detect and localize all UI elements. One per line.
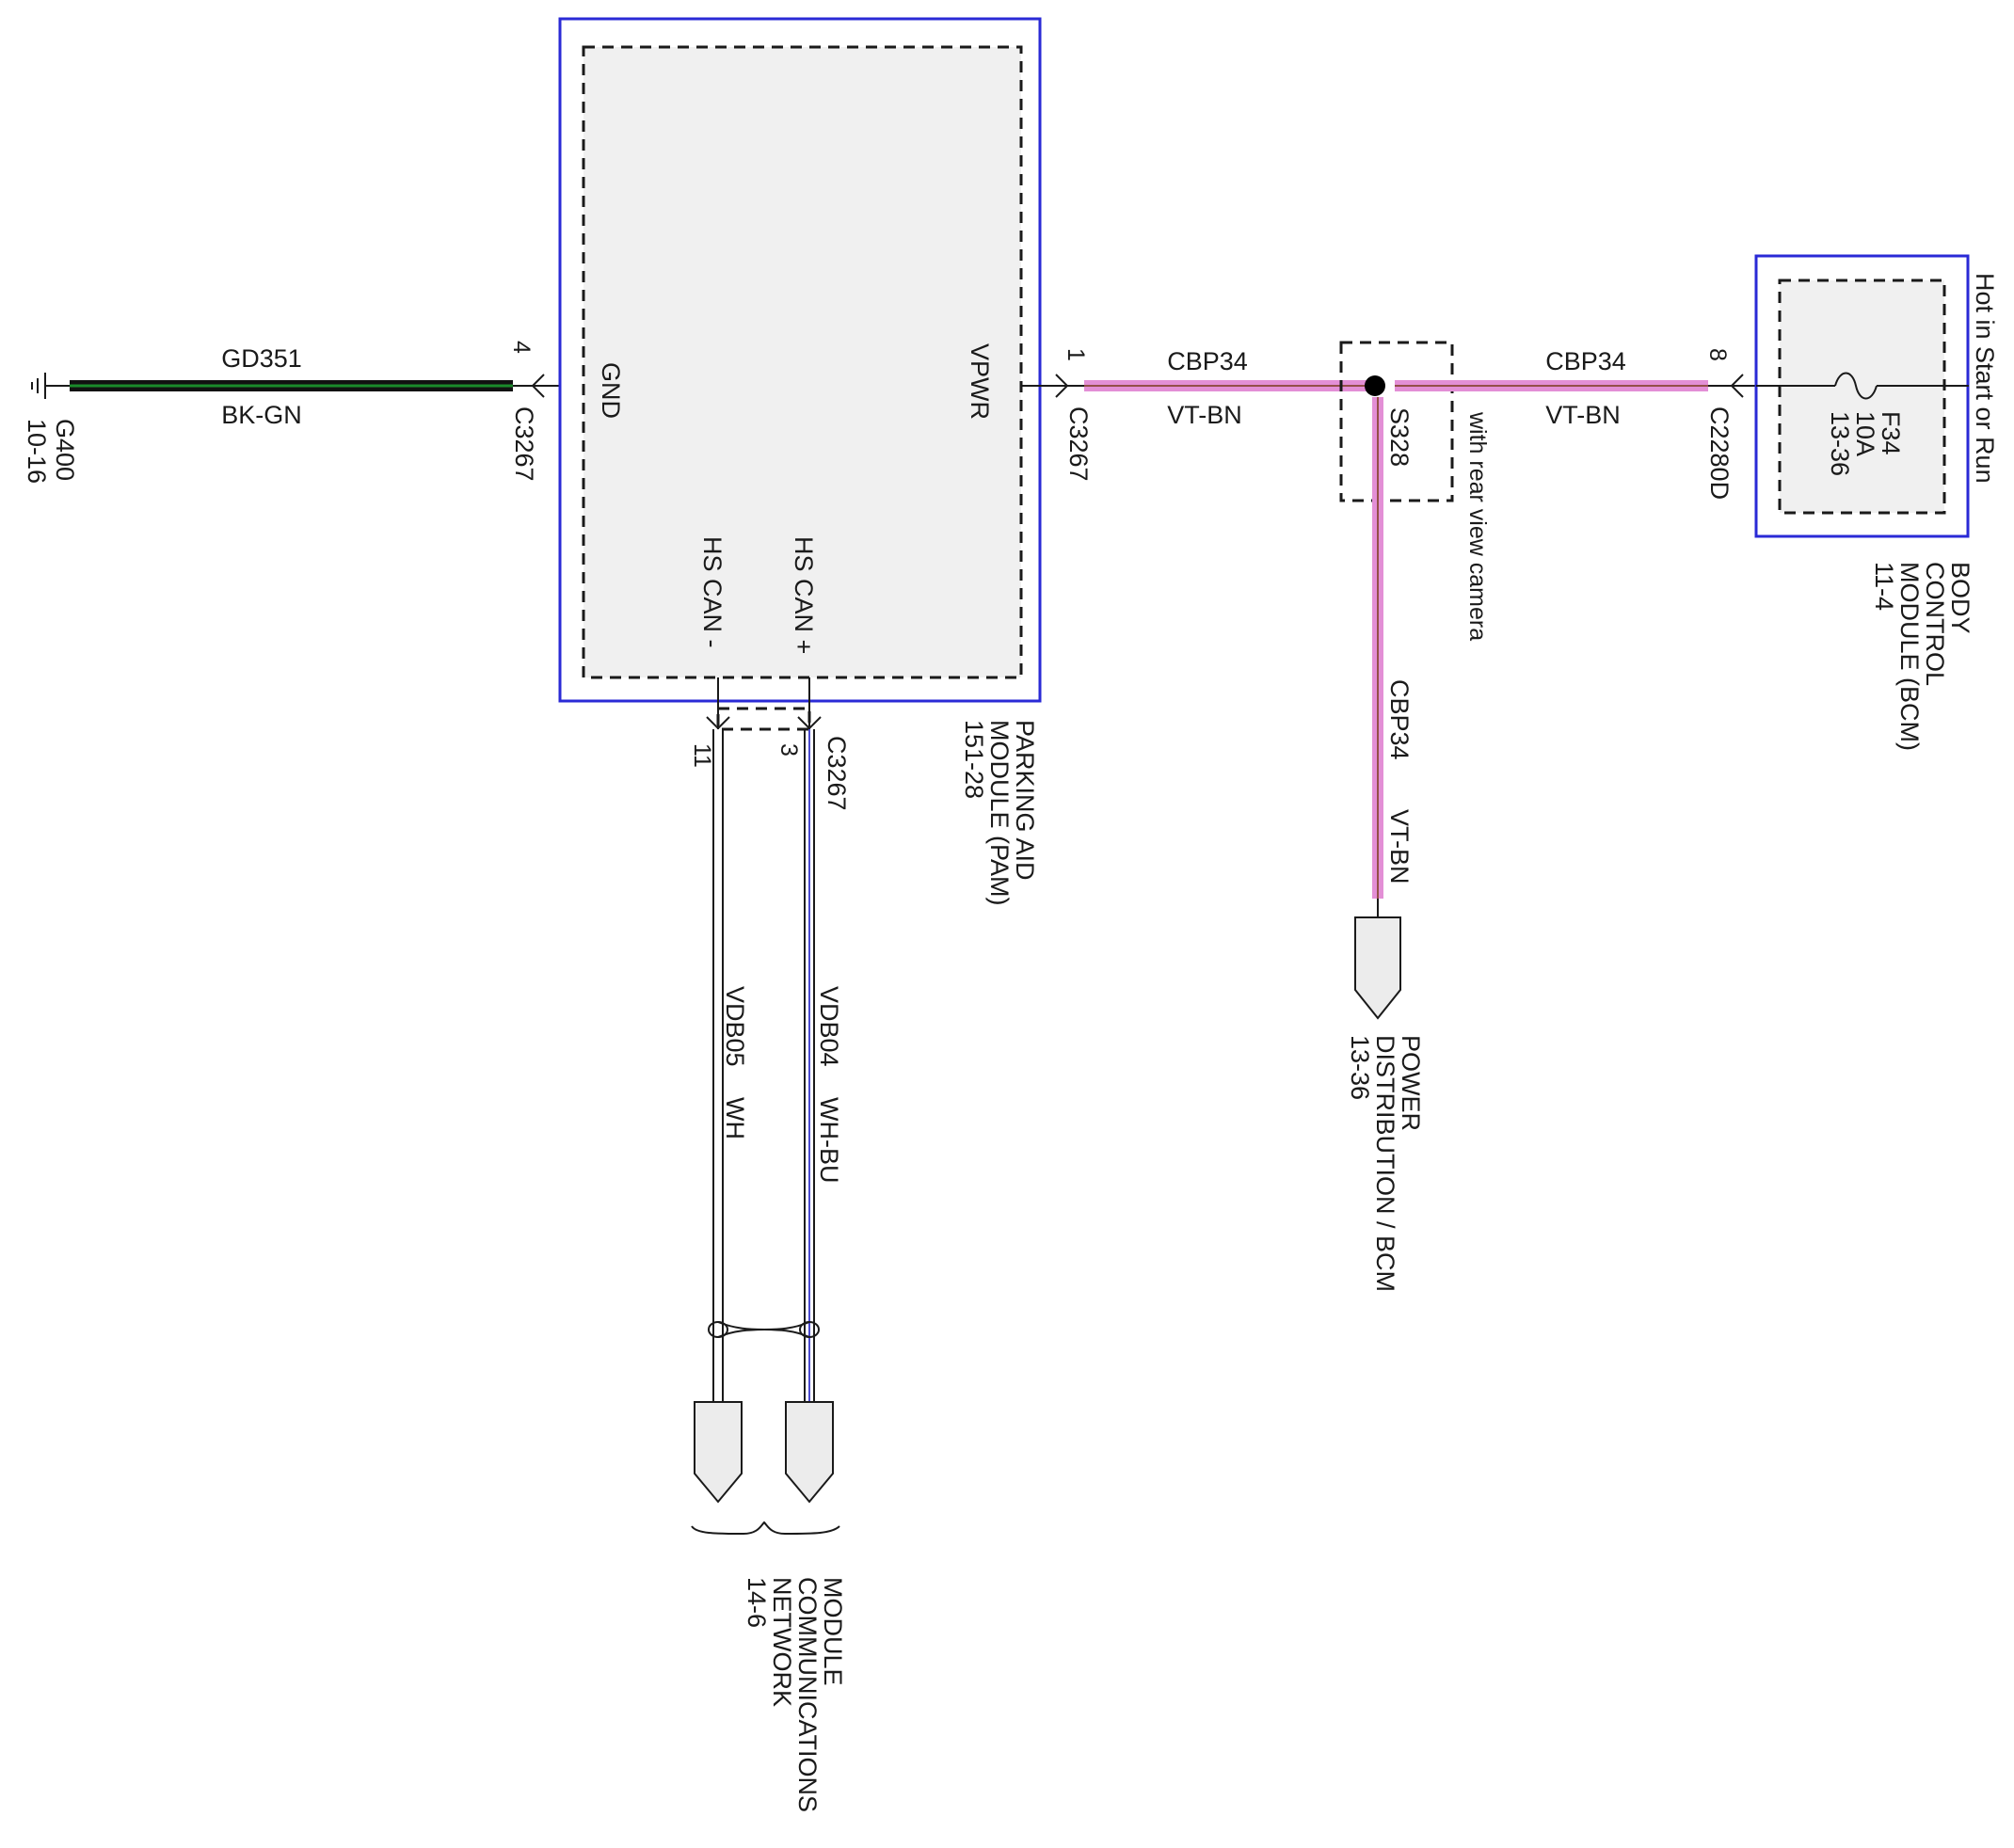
pam-name-line-2: MODULE (PAM) xyxy=(985,720,1014,906)
pam-pin-can-plus: HS CAN + xyxy=(790,536,818,654)
power-distribution-line-1: POWER xyxy=(1397,1035,1425,1131)
network-line-4: 14-6 xyxy=(743,1577,771,1628)
ground-symbol xyxy=(31,373,70,399)
power-wire-left-circuit: CBP34 xyxy=(1167,347,1248,375)
connector-can-plus-pin: 3 xyxy=(775,743,802,757)
bcm-name-line-2: CONTROL xyxy=(1921,562,1949,686)
bcm-module-outline xyxy=(1754,254,1970,538)
bcm-name-line-3: MODULE (BCM) xyxy=(1895,562,1924,751)
pam-pin-vpwr: VPWR xyxy=(966,343,994,420)
bcm-name-line-1: BODY xyxy=(1946,562,1974,634)
connector-symbol-gnd xyxy=(531,374,545,398)
pam-pin-gnd: GND xyxy=(597,362,625,419)
power-distribution-line-2: DISTRIBUTION / BCM xyxy=(1371,1035,1399,1292)
power-wire-right-circuit: CBP34 xyxy=(1545,347,1626,375)
fuse-icon xyxy=(1834,372,1878,400)
power-wire-left-color: VT-BN xyxy=(1167,401,1242,429)
connector-symbol-can-plus xyxy=(797,716,822,730)
can-plus-wire-circuit: VDB04 xyxy=(815,986,843,1067)
network-pointer-can-minus xyxy=(694,1401,743,1504)
power-distribution-pointer xyxy=(1354,916,1401,1020)
network-line-1: MODULE xyxy=(819,1577,847,1686)
twisted-pair-icon xyxy=(708,1321,820,1338)
power-wire-right-color: VT-BN xyxy=(1545,401,1621,429)
connector-bcm-pin: 8 xyxy=(1704,348,1731,361)
splice-id: S328 xyxy=(1385,407,1414,467)
ground-wire-color: BK-GN xyxy=(221,401,302,429)
network-label: MODULE COMMUNICATIONS NETWORK 14-6 xyxy=(743,1577,847,1812)
network-line-2: COMMUNICATIONS xyxy=(793,1577,822,1812)
power-wire-down-color: VT-BN xyxy=(1385,809,1414,884)
connector-can-name: C3267 xyxy=(823,736,851,811)
pam-name-line-3: 151-28 xyxy=(960,720,988,799)
network-line-3: NETWORK xyxy=(768,1577,796,1707)
bcm-module-body xyxy=(1778,279,1946,515)
connector-vpwr-pin: 1 xyxy=(1063,348,1089,361)
connector-bcm-name: C2280D xyxy=(1705,406,1734,500)
can-minus-wire-circuit: VDB05 xyxy=(721,986,749,1067)
splice-note: with rear view camera xyxy=(1464,411,1491,641)
bcm-module-name: BODY CONTROL MODULE (BCM) 11-4 xyxy=(1870,562,1974,751)
pam-module-body xyxy=(582,45,1023,679)
can-minus-wire xyxy=(712,729,724,1402)
splice-box xyxy=(1339,341,1454,502)
fuse-page-ref: 13-36 xyxy=(1826,411,1854,476)
can-plus-wire-color: WH-BU xyxy=(815,1097,843,1183)
power-distribution-label: POWER DISTRIBUTION / BCM 13-36 xyxy=(1346,1035,1425,1292)
connector-symbol-bcm xyxy=(1730,374,1744,398)
network-pointer-can-plus xyxy=(785,1401,834,1504)
fuse-rating: 10A xyxy=(1851,411,1879,456)
ground-id: G400 xyxy=(51,419,79,481)
connector-gnd-name: C3267 xyxy=(510,406,538,482)
fuse-id: F34 xyxy=(1877,411,1905,455)
can-connector-group xyxy=(716,707,811,731)
network-brace xyxy=(691,1521,840,1536)
ground-page-ref: 10-16 xyxy=(23,419,51,484)
pam-module-outline xyxy=(558,17,1042,703)
pam-name-line-1: PARKING AID xyxy=(1011,720,1039,881)
pam-module-name: PARKING AID MODULE (PAM) 151-28 xyxy=(960,720,1039,906)
connector-symbol-vpwr xyxy=(1055,374,1069,398)
power-wire-down-circuit: CBP34 xyxy=(1385,679,1414,760)
connector-symbol-can-minus xyxy=(706,716,730,730)
bcm-name-line-4: 11-4 xyxy=(1870,562,1898,611)
ground-wire-circuit: GD351 xyxy=(221,344,302,373)
connector-gnd-pin: 4 xyxy=(508,341,535,354)
can-minus-wire-color: WH xyxy=(721,1097,749,1139)
pam-pin-can-minus: HS CAN - xyxy=(698,536,727,648)
can-plus-wire xyxy=(804,729,815,1402)
power-distribution-line-3: 13-36 xyxy=(1346,1035,1374,1100)
connector-can-minus-pin: 11 xyxy=(689,743,715,768)
connector-vpwr-name: C3267 xyxy=(1064,406,1093,482)
splice-dot xyxy=(1365,375,1385,396)
bcm-hot-note: Hot in Start or Run xyxy=(1971,273,1999,484)
